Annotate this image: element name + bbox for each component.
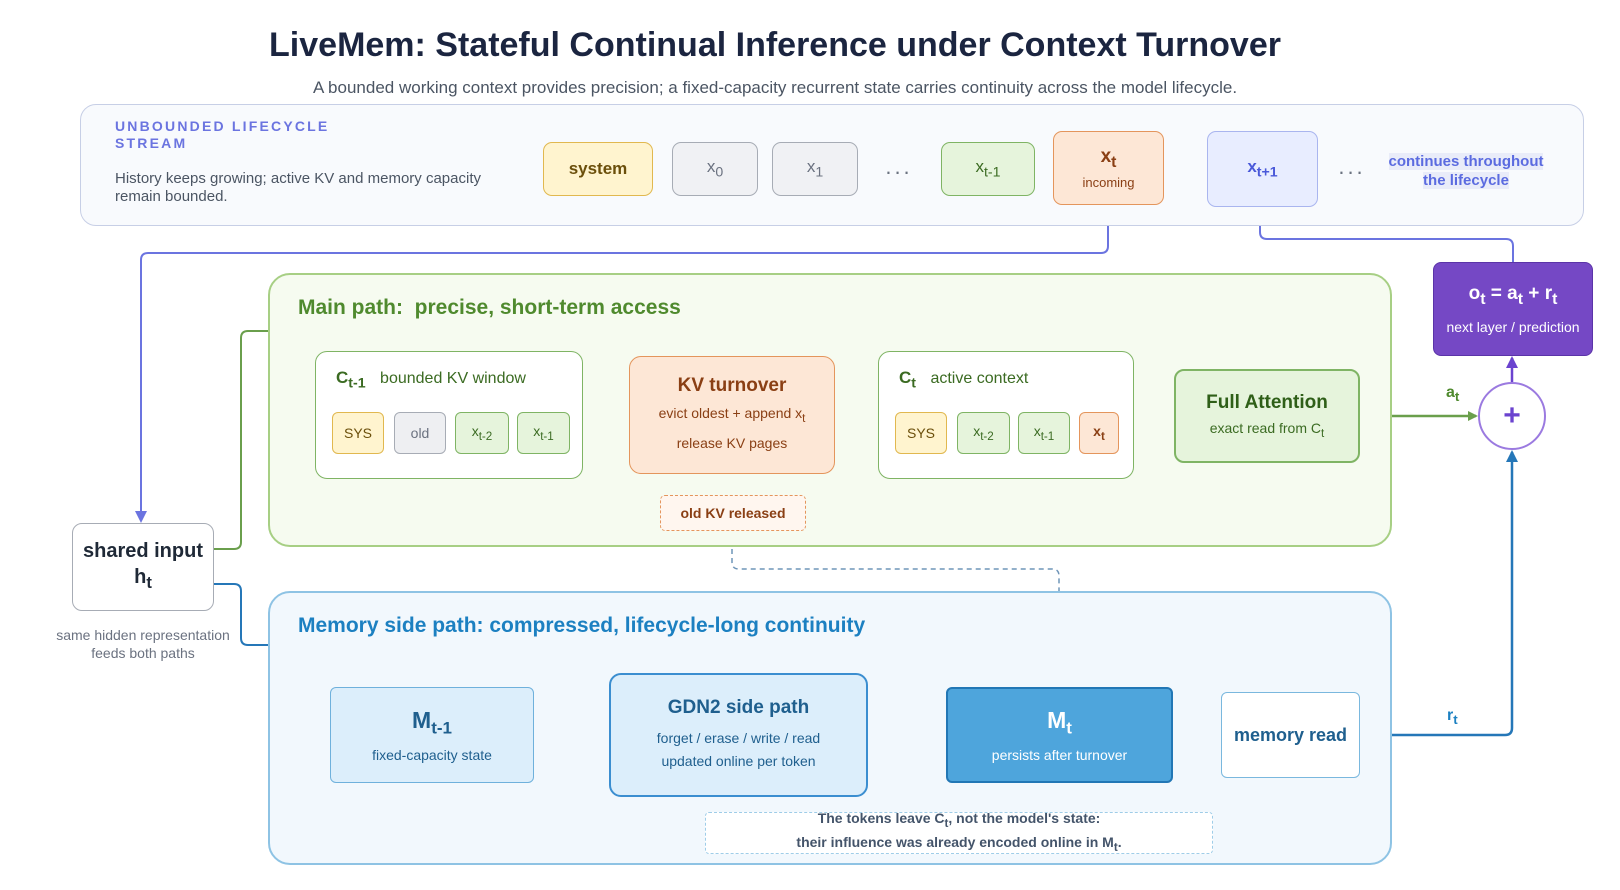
stream-ellipsis-2: ... — [1338, 154, 1366, 179]
mt-state-box: Mt persists after turnover — [946, 687, 1173, 783]
oldkv-to-mt-dashed — [731, 531, 1064, 688]
continues-label: continues throughout the lifecycle — [1388, 153, 1544, 189]
stream-ellipsis-1: ... — [885, 154, 913, 179]
ct-label: active context — [930, 370, 1029, 387]
incoming-to-shared-arrow — [135, 205, 1109, 523]
page-title: LiveMem: Stateful Continual Inference un… — [269, 26, 1281, 64]
memory-path-title: Memory side path: compressed, lifecycle-… — [298, 614, 866, 637]
chip-old: old — [394, 412, 446, 454]
shared-input-box: shared input ht — [72, 523, 214, 611]
main-path-title: Main path: precise, short-term access — [298, 296, 681, 319]
full-attention-box: Full Attention exact read from Ct — [1174, 369, 1360, 463]
token-xtm1: xt-1 — [941, 142, 1035, 196]
chip-sys: SYS — [895, 412, 947, 454]
ctm1-label: bounded KV window — [380, 370, 526, 387]
chip-xt-2: xt-2 — [957, 412, 1010, 454]
old-kv-released-label: old KV released — [660, 495, 806, 531]
token-system: system — [543, 142, 653, 196]
token-x0: x0 — [672, 142, 758, 196]
chip-sys: SYS — [332, 412, 384, 454]
kv-turnover-box: KV turnover evict oldest + append xt rel… — [629, 356, 835, 474]
memory-read-box: memory read — [1221, 692, 1360, 778]
chip-xt-2: xt-2 — [455, 412, 509, 454]
chip-xt-1: xt-1 — [1018, 412, 1070, 454]
token-xt-incoming: xt incoming — [1053, 131, 1164, 205]
page-subtitle: A bounded working context provides preci… — [312, 78, 1238, 97]
tokens-leave-note: The tokens leave Ct, not the model's sta… — [705, 810, 1213, 854]
token-xtp1: xt+1 — [1207, 131, 1318, 207]
chip-xt-1: xt-1 — [517, 412, 570, 454]
output-box: ot = at + rt next layer / prediction — [1433, 262, 1593, 356]
ctm1-window-box: Ct-1 bounded KV window SYS old xt-2 xt-1 — [315, 351, 583, 479]
ct-context-box: Ct active context SYS xt-2 xt-1 xt — [878, 351, 1134, 479]
gdn2-side-path-box: GDN2 side path forget / erase / write / … — [609, 673, 868, 797]
token-x1: x1 — [772, 142, 858, 196]
shared-input-note: same hidden representation feeds both pa… — [56, 627, 230, 661]
chip-xt: xt — [1079, 412, 1119, 454]
sum-plus-icon: + — [1478, 382, 1546, 450]
output-to-next-token-arrow — [1254, 206, 1514, 262]
mtm1-state-box: Mt-1 fixed-capacity state — [330, 687, 534, 783]
stream-label: UNBOUNDED LIFECYCLE STREAM — [115, 118, 330, 151]
a-t-label: at — [1446, 384, 1460, 405]
read-to-plus-arrow — [1360, 450, 1518, 737]
stream-note: History keeps growing; active KV and mem… — [115, 170, 481, 205]
r-t-label: rt — [1447, 707, 1458, 728]
